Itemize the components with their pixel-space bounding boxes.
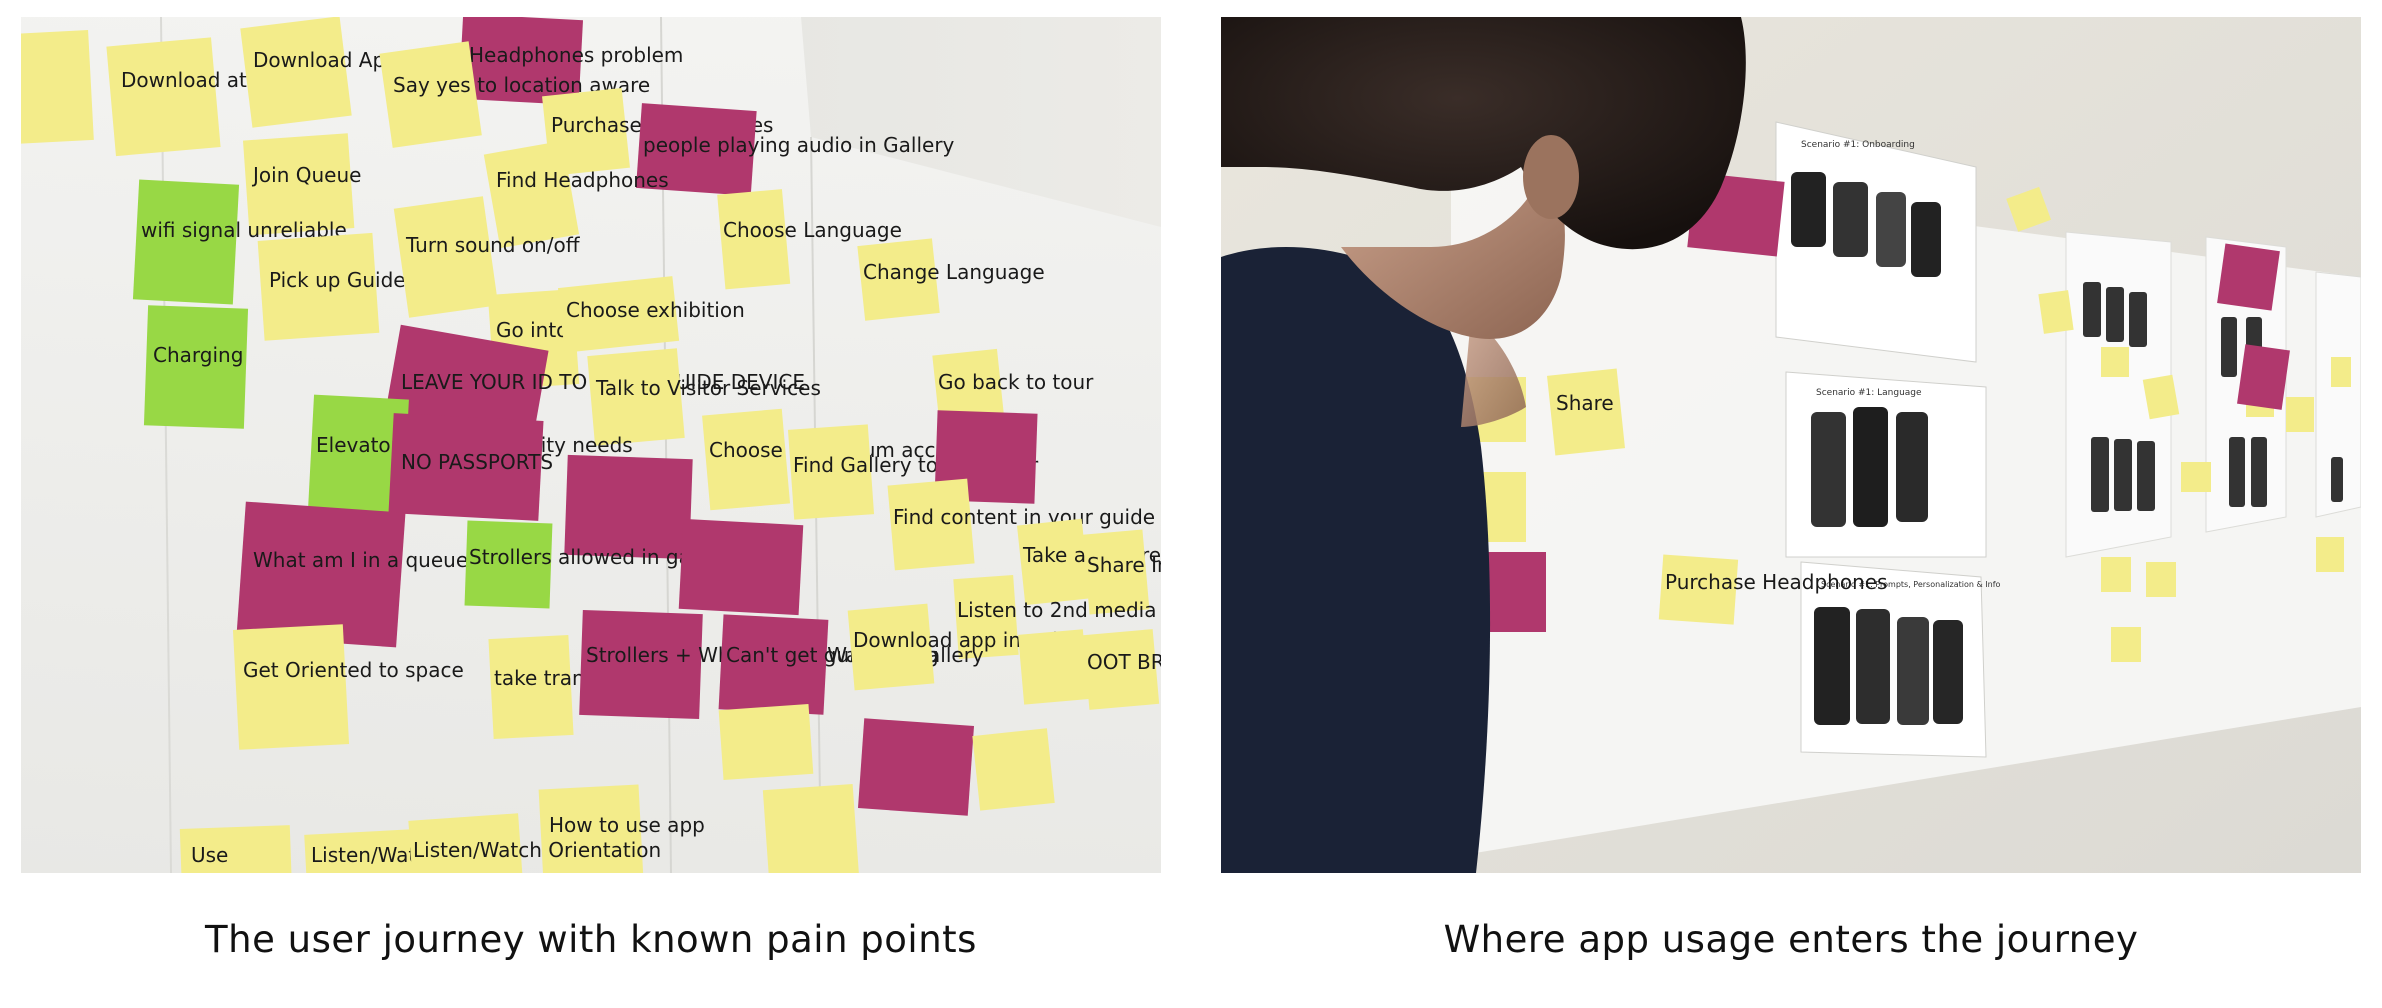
sticky-note: Share [1547, 368, 1625, 456]
note-text: Find Headphones [496, 168, 669, 192]
note-text: Headphones problem [469, 43, 683, 67]
note-text: Change Language [863, 260, 1045, 284]
wireframe-board: Scenario #1: Prompts, Personalization & … [1800, 561, 2001, 758]
sticky-note [21, 29, 94, 145]
sticky-note: Purchase Headphones [1658, 554, 1887, 625]
sticky-note: NO PASSPORTS [388, 413, 553, 521]
sticky-note [762, 783, 860, 873]
sticky-note: Change Language [857, 238, 1045, 321]
note-text: Share [1556, 391, 1614, 415]
sticky-note: Go back to tour [932, 348, 1094, 431]
sticky-note: Talk to Visitor Services [587, 348, 821, 446]
note-text: Use [191, 843, 228, 867]
photo-app-usage: Scenario #1: Onboarding Scenario #1: Lan… [1221, 17, 2361, 873]
sticky-note: Headphones problem [458, 17, 683, 106]
sticky-note [857, 718, 975, 816]
sticky-note: Listen/Watch Orientation [408, 813, 661, 873]
board-title: Scenario #1: Prompts, Personalization & … [1821, 580, 2001, 589]
sticky-note: Use [179, 825, 293, 873]
caption-user-journey: The user journey with known pain points [205, 918, 977, 961]
note-text: How to use app [549, 813, 705, 837]
sticky-note: Pick up Guide [257, 232, 406, 341]
sticky-note: Join Queue [242, 133, 361, 236]
note-text: Turn sound on/off [405, 233, 581, 257]
sticky-note: wifi signal unreliable [132, 179, 347, 305]
note-text: Get Oriented to space [243, 658, 464, 682]
note-text: OOT BREAK [1087, 650, 1161, 674]
note-text: Choose Language [723, 218, 902, 242]
sticky-note: Turn sound on/off [393, 196, 581, 318]
wireframe-wall-image: Scenario #1: Onboarding Scenario #1: Lan… [1221, 17, 2361, 873]
caption-app-usage: Where app usage enters the journey [1443, 918, 2139, 961]
note-text: Listen/Watch Orientation [413, 838, 661, 862]
note-text: Listen to 2nd media content [957, 598, 1161, 622]
sticky-note: How to use app [538, 784, 705, 873]
sticky-notes-wall-image: Download at Download App Headphones prob… [21, 17, 1161, 873]
sticky-note: Get Oriented to space [232, 624, 464, 750]
person-silhouette [1221, 17, 1746, 873]
sticky-note: Download at [106, 37, 247, 157]
sticky-note [564, 454, 693, 560]
sticky-note [1018, 629, 1089, 705]
sticky-note [718, 703, 814, 781]
board-title: Scenario #1: Onboarding [1801, 140, 1915, 150]
sticky-note: people playing audio in Gallery [635, 103, 955, 196]
sticky-note: Find Headphones [483, 140, 669, 249]
sticky-note: Choose Language [717, 189, 902, 290]
note-text: Join Queue [251, 163, 361, 187]
sticky-note: OOT BREAK [1082, 629, 1161, 710]
sticky-note: Download App [240, 17, 398, 128]
sticky-note [678, 518, 804, 616]
sticky-note [972, 728, 1055, 811]
note-text: Share Info [1087, 553, 1161, 577]
note-text: Pick up Guide [269, 268, 406, 292]
wireframe-board: Scenario #1: Language [1785, 371, 1987, 558]
board-title: Scenario #1: Language [1816, 388, 1922, 398]
note-text: Go back to tour [938, 370, 1094, 394]
note-text: NO PASSPORTS [401, 450, 553, 474]
note-text: Download at [121, 68, 247, 92]
note-text: people playing audio in Gallery [643, 133, 955, 157]
note-text: Charging [153, 343, 243, 367]
sticky-note: Share Info [1082, 529, 1161, 615]
note-text: Choose exhibition [566, 298, 745, 322]
sticky-note: Choose exhibition [557, 276, 745, 353]
note-text: Talk to Visitor Services [595, 376, 821, 400]
photo-user-journey: Download at Download App Headphones prob… [21, 17, 1161, 873]
note-text: Purchase Headphones [1665, 570, 1887, 594]
note-text: Download App [253, 48, 398, 72]
wireframe-board: Scenario #1: Onboarding [1775, 121, 1977, 363]
sticky-note: Charging [143, 305, 249, 429]
sticky-notes-group: Download at Download App Headphones prob… [21, 17, 1161, 873]
sticky-note: Listen to 2nd media content [953, 575, 1161, 659]
